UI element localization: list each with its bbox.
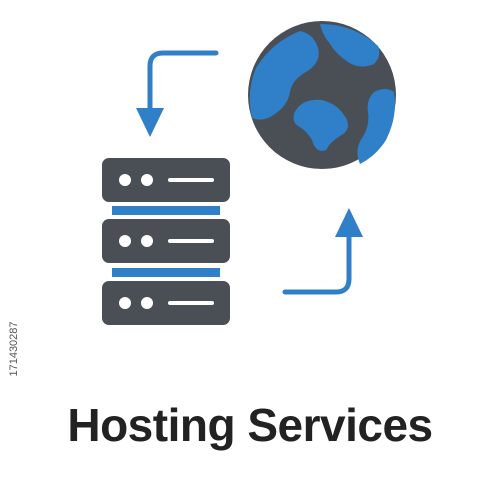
- arrow-up-right-icon: [282, 208, 363, 295]
- side-id-label: 171430287: [8, 321, 20, 377]
- arrow-down-left-icon: [136, 50, 219, 137]
- server-stack-icon: [102, 158, 230, 325]
- globe-icon: [248, 21, 396, 169]
- hosting-services-illustration: [102, 21, 396, 325]
- caption-title: Hosting Services: [67, 399, 433, 451]
